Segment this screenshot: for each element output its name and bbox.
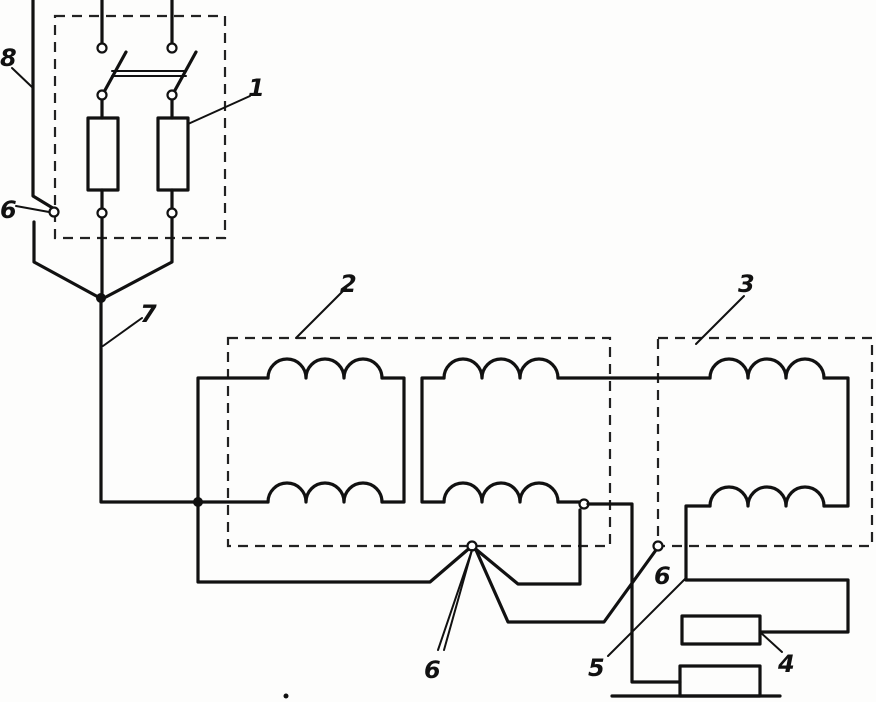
label-6-bottom: 6 bbox=[424, 656, 441, 684]
transformer-3-enclosure bbox=[656, 336, 874, 548]
leader-line-6-top bbox=[15, 205, 50, 213]
switch-terminals-top bbox=[96, 42, 178, 54]
transformer-2-enclosure bbox=[226, 336, 612, 548]
leader-line-8 bbox=[11, 67, 34, 89]
label-4: 4 bbox=[777, 650, 795, 678]
device-4 bbox=[680, 614, 762, 646]
fuse-terminals-bottom bbox=[96, 207, 178, 219]
incoming-supply-lines bbox=[100, 0, 174, 46]
scan-speck bbox=[283, 693, 289, 699]
label-6-top: 6 bbox=[0, 196, 17, 224]
label-5: 5 bbox=[588, 654, 605, 682]
label-6-right: 6 bbox=[654, 562, 671, 590]
transformer-3-windings bbox=[684, 357, 850, 634]
converging-leads bbox=[32, 216, 174, 300]
leader-line-2 bbox=[295, 287, 347, 339]
switch-fuse-enclosure bbox=[53, 14, 227, 240]
ground-block bbox=[678, 664, 762, 698]
terminal-6-link bbox=[474, 548, 658, 624]
label-1: 1 bbox=[248, 74, 265, 102]
switch-terminals-bottom bbox=[96, 89, 178, 101]
double-pole-switch bbox=[102, 50, 198, 94]
leader-line-4 bbox=[759, 631, 783, 653]
lower-return-wire bbox=[196, 500, 582, 586]
fuse-leads bbox=[100, 98, 174, 210]
terminal-6-top bbox=[48, 206, 60, 218]
fuse-left bbox=[86, 116, 120, 192]
leader-line-7 bbox=[102, 317, 143, 347]
leader-line-1 bbox=[187, 95, 251, 125]
label-7: 7 bbox=[140, 300, 157, 328]
label-8: 8 bbox=[0, 44, 17, 72]
wire-5-leader bbox=[607, 577, 687, 657]
conductor-8 bbox=[31, 0, 58, 212]
label-2: 2 bbox=[340, 270, 357, 298]
leader-lines-6-bottom bbox=[437, 549, 473, 651]
output-conductor bbox=[586, 502, 682, 684]
leader-line-3 bbox=[695, 295, 745, 345]
label-3: 3 bbox=[738, 270, 755, 298]
conductor-7 bbox=[99, 296, 200, 504]
terminal-6-right bbox=[652, 540, 664, 552]
fuse-right bbox=[156, 116, 190, 192]
transformer-2-windings bbox=[196, 357, 582, 504]
